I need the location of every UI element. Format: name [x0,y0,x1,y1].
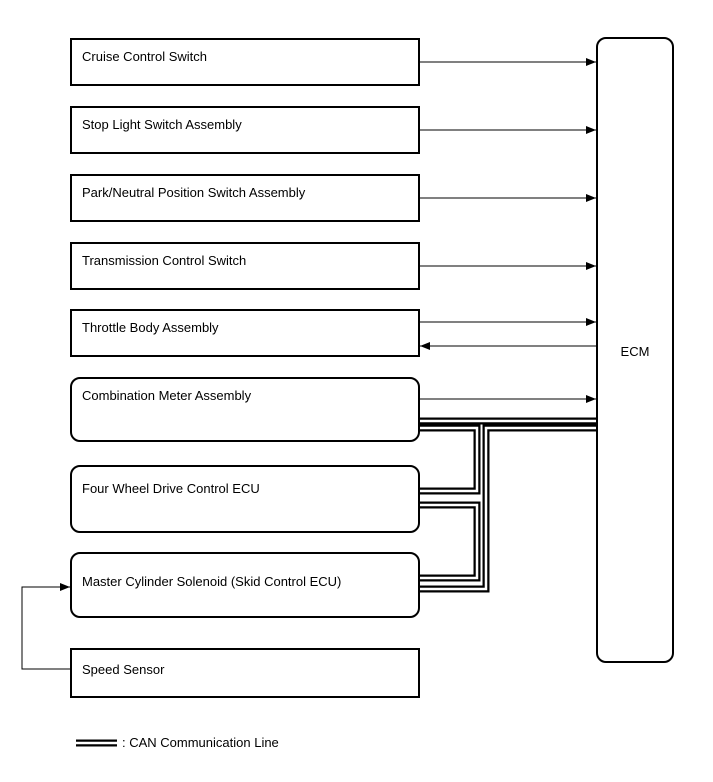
component-label: Combination Meter Assembly [82,388,252,403]
component-label: Speed Sensor [82,662,165,677]
cruise-control-switch-box: Cruise Control Switch [70,38,420,86]
component-label: Transmission Control Switch [82,253,247,268]
component-label: Throttle Body Assembly [82,320,219,335]
component-label: Four Wheel Drive Control ECU [82,481,260,496]
transmission-control-switch-box: Transmission Control Switch [70,242,420,290]
four-wheel-drive-ecu-box: Four Wheel Drive Control ECU [70,465,420,533]
legend-text: : CAN Communication Line [122,735,279,750]
throttle-body-box: Throttle Body Assembly [70,309,420,357]
park-neutral-switch-box: Park/Neutral Position Switch Assembly [70,174,420,222]
ecm-box: ECM [596,37,674,663]
can-bus [418,417,596,593]
master-cylinder-solenoid-box: Master Cylinder Solenoid (Skid Control E… [70,552,420,618]
component-label: Master Cylinder Solenoid (Skid Control E… [82,574,342,589]
component-label: Cruise Control Switch [82,49,207,64]
combination-meter-box: Combination Meter Assembly [70,377,420,442]
speed-sensor-box: Speed Sensor [70,648,420,698]
wire-speed-to-master [21,583,70,670]
component-label: Park/Neutral Position Switch Assembly [82,185,306,200]
component-label: Stop Light Switch Assembly [82,117,242,132]
stop-light-switch-box: Stop Light Switch Assembly [70,106,420,154]
ecm-label: ECM [620,344,650,359]
